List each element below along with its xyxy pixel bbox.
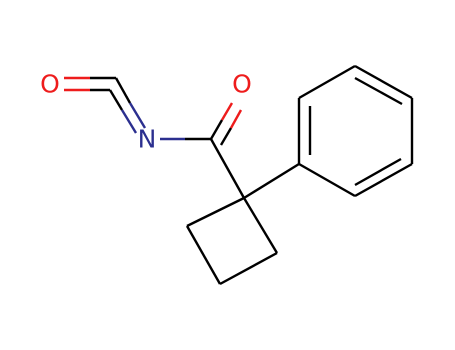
bond-c-n-isocyanate-1 <box>114 77 132 104</box>
bond-carbonyl-quaternary <box>209 138 246 199</box>
bond-c-n-isocyanate-1b <box>128 102 147 129</box>
bond-c-n-isocyanate-2 <box>108 89 124 111</box>
phenyl-bond-3 <box>354 64 413 100</box>
phenyl-inner-double-2 <box>354 76 403 106</box>
phenyl-inner-double-3 <box>354 157 402 187</box>
ring-bond-4 <box>242 197 279 254</box>
bond-carbonyl-double-2 <box>219 127 233 146</box>
carbonyl-group <box>209 102 243 146</box>
bond-quaternary-phenyl <box>243 162 300 200</box>
ring-bond-2 <box>185 225 222 285</box>
ring-bond-3 <box>219 251 278 286</box>
phenyl-bond-5 <box>354 162 413 198</box>
phenyl-bond-6 <box>298 162 356 198</box>
cyclobutane-ring <box>185 196 279 286</box>
phenyl-bond-2 <box>298 64 356 100</box>
ring-bond-1 <box>186 196 245 228</box>
bond-carbonyl-double-1b <box>220 102 234 121</box>
atom-label-carbonyl-oxygen: O <box>232 70 252 99</box>
isocyanate-group <box>64 76 147 134</box>
atom-label-isocyanate-nitrogen: N <box>138 125 157 154</box>
atom-label-isocyanate-oxygen: O <box>40 70 60 99</box>
phenyl-ring <box>297 64 414 198</box>
bond-carbonyl-double-2b <box>229 109 243 129</box>
bond-carbonyl-double-1 <box>209 119 224 140</box>
bond-c-n-isocyanate-2b <box>120 109 138 134</box>
